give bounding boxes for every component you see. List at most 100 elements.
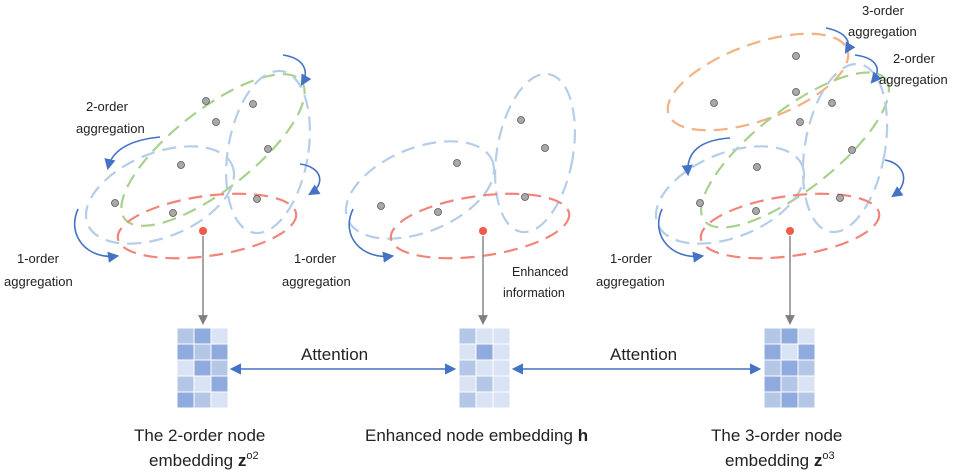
left-embedding-cell <box>193 391 212 409</box>
middle-embedding-cell <box>492 359 511 377</box>
left-embedding-cell <box>176 391 195 409</box>
right-attention-label: Attention <box>610 345 677 364</box>
left-graph-panel: 2-order aggregation 1-order aggregation <box>4 54 321 325</box>
right-embedding-cell <box>797 359 816 377</box>
left-embedding-cell <box>176 343 195 361</box>
right-second-order-ring <box>699 71 891 229</box>
left-embedding-cell <box>210 391 229 409</box>
middle-embedding-cell <box>475 343 494 361</box>
right-node <box>836 194 844 202</box>
right-first-order-label-line1: 1-order <box>610 251 653 266</box>
left-first-order-label-line1: 1-order <box>17 251 60 266</box>
right-embedding-grid <box>763 327 816 409</box>
left-caption-superscript: o2 <box>246 450 258 462</box>
left-first-order-label-line2: aggregation <box>4 274 73 289</box>
left-embedding-cell <box>193 375 212 393</box>
right-third-order-label-line1: 3-order <box>862 3 905 18</box>
middle-node <box>453 159 461 167</box>
left-embedding-cell <box>176 327 195 345</box>
right-embedding-cell <box>797 343 816 361</box>
middle-embedding-cell <box>458 359 477 377</box>
right-embedding-cell <box>763 375 782 393</box>
right-caption-symbol: z <box>814 451 823 470</box>
right-second-order-curl-arrow <box>854 54 883 84</box>
right-caption-line2: embedding zo3 <box>725 450 835 470</box>
left-node <box>253 195 261 203</box>
middle-enhanced-label-line1: Enhanced <box>512 265 568 279</box>
middle-embedding-cell <box>492 327 511 345</box>
right-node <box>796 118 804 126</box>
right-node <box>792 52 800 60</box>
left-caption-symbol: z <box>238 451 247 470</box>
left-first-order-ring <box>116 192 298 260</box>
right-third-order-curl-arrow <box>825 27 856 54</box>
middle-caption-text: Enhanced node embedding <box>365 426 578 445</box>
right-third-order-label-line2: aggregation <box>848 24 917 39</box>
right-second-order-label-line1: 2-order <box>893 51 936 66</box>
left-node <box>169 209 177 217</box>
right-embedding-cell <box>780 359 799 377</box>
middle-embedding-cell <box>475 359 494 377</box>
middle-neighbor-ring-b <box>493 72 577 234</box>
middle-first-order-ring <box>389 192 571 260</box>
right-neighbor-ring-a <box>654 145 806 245</box>
middle-embedding-cell <box>475 375 494 393</box>
right-embedding-cell <box>763 359 782 377</box>
right-neighbor-ring-b <box>801 62 889 234</box>
left-caption-line1: The 2-order node <box>134 426 265 445</box>
right-caption-prefix: embedding <box>725 451 814 470</box>
left-embedding-cell <box>210 327 229 345</box>
left-first-order-curl-arrow <box>73 208 120 263</box>
left-neighbor-ring-b <box>225 69 311 235</box>
right-graph-panel: 3-order aggregation 2-order aggregation … <box>596 3 948 325</box>
right-node <box>752 207 760 215</box>
left-node <box>249 100 257 108</box>
middle-node <box>517 116 525 124</box>
right-target-node <box>786 227 794 235</box>
right-first-order-curl-arrow <box>657 208 705 263</box>
middle-enhanced-label-line2: information <box>503 286 565 300</box>
middle-embedding-cell <box>458 391 477 409</box>
middle-embedding-cell <box>458 343 477 361</box>
middle-first-order-label-line1: 1-order <box>294 251 337 266</box>
middle-node <box>434 208 442 216</box>
middle-embedding-cell <box>492 391 511 409</box>
right-node <box>828 99 836 107</box>
left-embedding-cell <box>176 375 195 393</box>
left-second-order-curl-arrow <box>104 136 161 171</box>
middle-embedding-cell <box>475 391 494 409</box>
left-top-curl-arrow <box>282 54 312 86</box>
right-embedding-cell <box>780 391 799 409</box>
middle-node <box>377 202 385 210</box>
middle-graph-panel: 1-order aggregation Enhanced information <box>282 72 577 325</box>
middle-neighbor-ring-a <box>344 140 496 240</box>
left-node <box>264 145 272 153</box>
right-second-order-label-line2: aggregation <box>879 72 948 87</box>
middle-node <box>541 144 549 152</box>
right-node <box>710 99 718 107</box>
right-caption-superscript: o3 <box>822 450 834 462</box>
middle-embedding-cell <box>475 327 494 345</box>
left-neighbor-ring-a <box>84 145 236 245</box>
left-node <box>177 161 185 169</box>
middle-caption: Enhanced node embedding h <box>365 426 588 445</box>
left-embedding-cell <box>210 359 229 377</box>
right-embedding-cell <box>763 391 782 409</box>
middle-embedding-cell <box>458 327 477 345</box>
left-right-curl-arrow <box>299 163 321 196</box>
right-embedding-cell <box>797 327 816 345</box>
left-embedding-cell <box>193 327 212 345</box>
right-right-curl-arrow <box>884 159 905 198</box>
left-embedding-cell <box>193 343 212 361</box>
middle-caption-symbol: h <box>578 426 588 445</box>
left-embedding-cell <box>210 343 229 361</box>
right-first-order-label-line2: aggregation <box>596 274 665 289</box>
left-embedding-cell <box>210 375 229 393</box>
right-caption-line1: The 3-order node <box>711 426 842 445</box>
middle-node <box>521 193 529 201</box>
left-embedding-grid <box>176 327 229 409</box>
right-embedding-cell <box>763 327 782 345</box>
right-embedding-cell <box>797 391 816 409</box>
left-embedding-cell <box>176 359 195 377</box>
